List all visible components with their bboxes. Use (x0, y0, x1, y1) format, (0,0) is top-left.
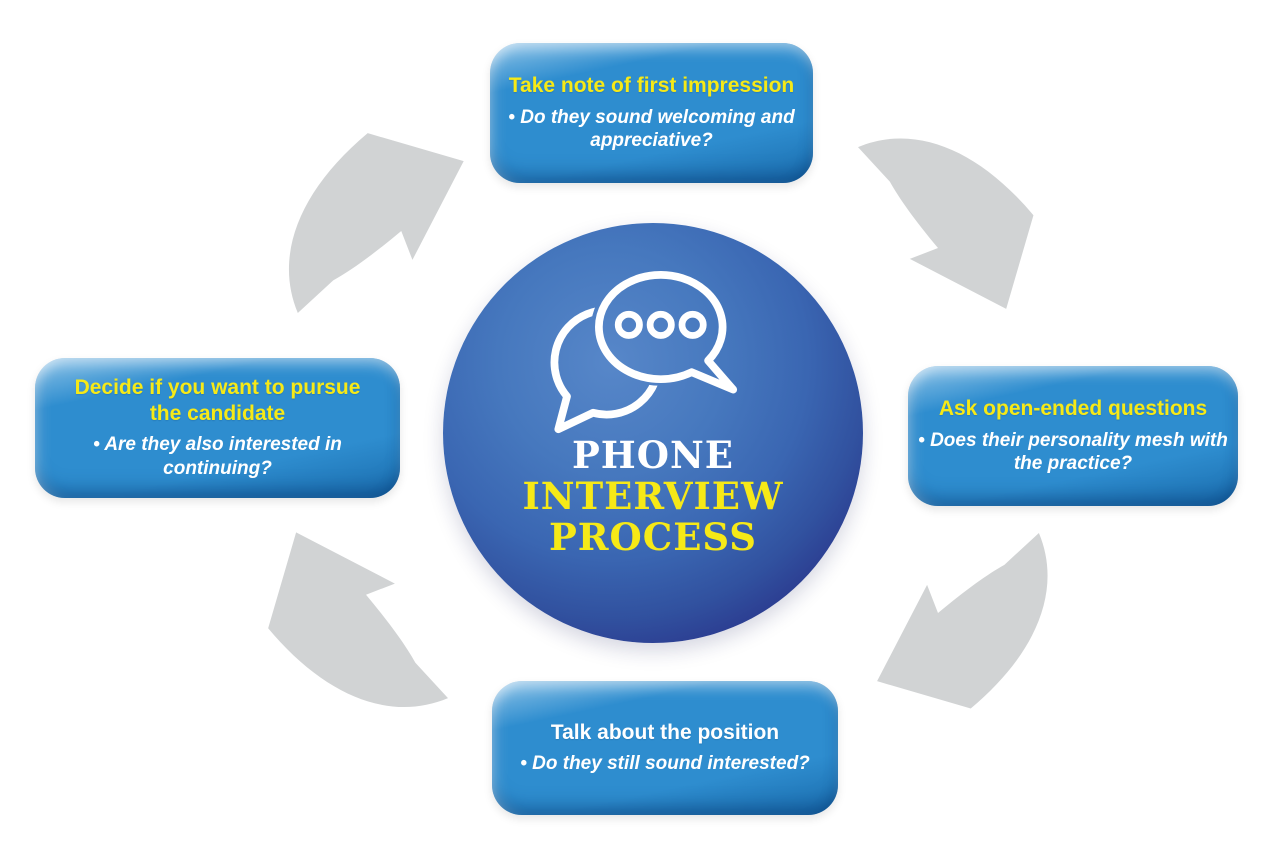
step-bullet: • Do they sound welcoming and appreciati… (508, 106, 795, 152)
step-box-decide-if-you-want-to-pursue: Decide if you want to pursue the candida… (35, 358, 400, 498)
step-box-ask-open-ended-questions: Ask open-ended questions • Does their pe… (908, 366, 1238, 506)
step-title: Take note of first impression (508, 73, 795, 97)
step-box-take-note-of-first-impression: Take note of first impression • Do they … (490, 43, 813, 183)
step-title: Decide if you want to pursue the candida… (74, 376, 361, 425)
chat-bubbles-icon (550, 270, 738, 434)
badge-title-line-1: PHONE (571, 433, 735, 477)
badge-title-line-2: INTERVIEW (522, 474, 784, 518)
step-title: Ask open-ended questions (938, 396, 1208, 420)
curved-arrow-up-right-icon (289, 133, 464, 313)
curved-arrow-down-right-icon (858, 138, 1034, 309)
step-title: Talk about the position (550, 720, 780, 744)
step-bullet: • Does their personality mesh with the p… (918, 429, 1228, 475)
center-badge: PHONE INTERVIEW PROCESS (443, 223, 863, 643)
badge-title-line-3: PROCESS (548, 515, 758, 559)
step-box-talk-about-the-position: Talk about the position • Do they still … (492, 681, 838, 815)
curved-arrow-down-left-icon (877, 533, 1048, 709)
step-bullet: • Do they still sound interested? (520, 753, 810, 775)
step-bullet: • Are they also interested in continuing… (93, 434, 342, 480)
curved-arrow-up-left-icon (268, 532, 448, 708)
